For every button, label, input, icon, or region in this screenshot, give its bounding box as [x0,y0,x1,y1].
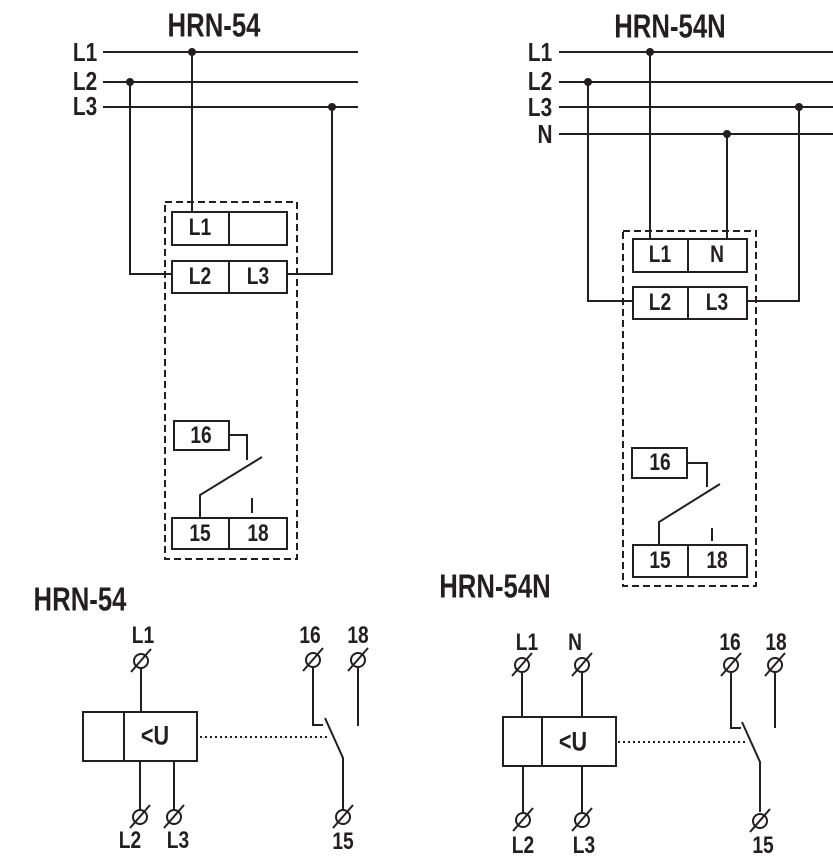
hrn54n-phase-l3: L3 [527,92,553,122]
hrn54n-contact-15: 15 [649,547,671,574]
hrn54-sch-terminal-l3: L3 [166,827,190,854]
hrn54-schematic-art [82,647,369,829]
hrn54-wiring-title: HRN-54 [167,6,261,44]
hrn54-sch-terminal-l2: L2 [118,827,142,854]
hrn54-phase-l2: L2 [72,66,98,96]
hrn54-sch-terminal-l1: L1 [131,622,155,649]
hrn54n-phase-l2: L2 [527,66,553,96]
hrn54n-sch-terminal-l3: L3 [572,832,596,859]
hrn54n-terminal-l3: L3 [705,289,729,316]
hrn54n-schematic-title: HRN-54N [439,567,551,605]
hrn54-sch-terminal-16: 16 [299,622,321,649]
hrn54n-phase-l1: L1 [527,37,553,67]
hrn54-terminal-l1: L1 [188,214,212,241]
hrn54n-sch-terminal-16: 16 [719,629,741,656]
hrn54n-terminal-n: N [710,241,724,268]
hrn54n-wiring-art [559,48,833,587]
hrn54n-wiring-title: HRN-54N [614,7,726,45]
hrn54n-sch-terminal-18: 18 [765,629,787,656]
hrn54-contact-16: 16 [190,422,212,449]
hrn54-undervoltage-label: <U [140,720,170,751]
hrn54n-sch-terminal-n: N [568,629,582,656]
hrn54n-contact-18: 18 [706,547,728,574]
hrn54n-contact-16: 16 [649,449,671,476]
hrn54-phase-l3: L3 [72,91,98,121]
hrn54-phase-l1: L1 [72,37,98,67]
hrn54-terminal-l2: L2 [188,263,212,290]
hrn54n-undervoltage-label: <U [558,726,588,757]
hrn54n-phase-n: N [537,119,553,149]
hrn54-sch-terminal-15: 15 [332,828,354,855]
hrn54n-sch-terminal-l1: L1 [515,629,539,656]
hrn54n-sch-terminal-15: 15 [752,832,774,859]
hrn54-terminal-l3: L3 [246,263,270,290]
hrn54n-terminal-l1: L1 [648,241,672,268]
hrn54-schematic-title: HRN-54 [33,580,127,618]
hrn54-wiring-art [103,48,358,560]
hrn54n-sch-terminal-l2: L2 [511,832,535,859]
hrn54n-terminal-l2: L2 [648,289,672,316]
hrn54-sch-terminal-18: 18 [347,622,369,649]
hrn54n-schematic-art [502,652,786,833]
hrn54-contact-15: 15 [189,520,211,547]
hrn54-contact-18: 18 [247,520,269,547]
